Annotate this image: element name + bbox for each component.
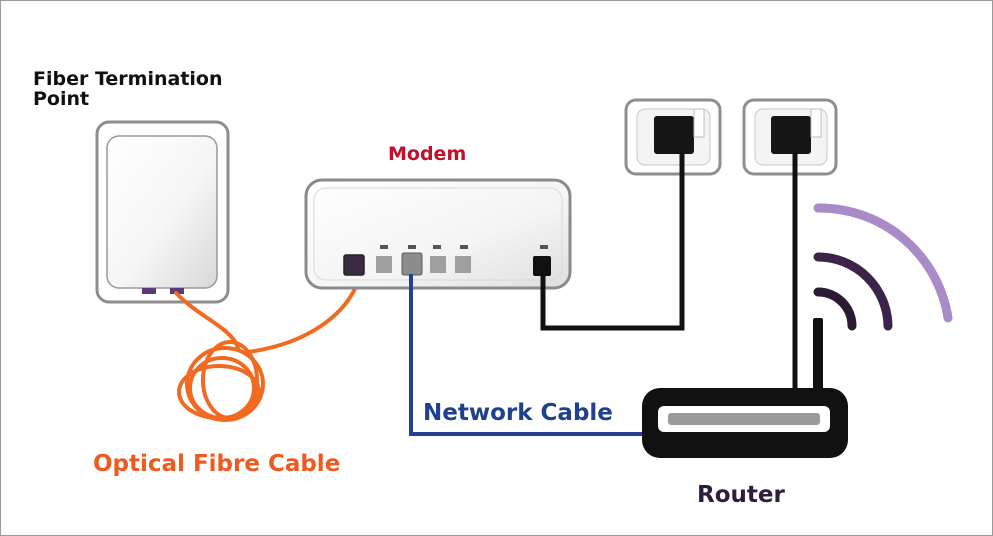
fiber-termination-box — [95, 120, 230, 304]
modem-lan-port-1 — [376, 256, 392, 273]
router-device — [642, 318, 848, 458]
fiber-termination-label-line1: Fiber Termination — [33, 68, 223, 90]
network-cable — [409, 274, 646, 436]
modem-fibre-port — [343, 254, 365, 276]
power-socket-icon — [624, 98, 722, 176]
power-socket-icon — [742, 98, 838, 176]
modem-lan-port-4 — [455, 256, 471, 273]
wifi-signal-icon — [813, 203, 953, 331]
modem-lan-port-3 — [430, 256, 446, 273]
modem-power-cable — [540, 152, 685, 331]
network-cable-label: Network Cable — [423, 400, 613, 426]
optical-fibre-cable-label: Optical Fibre Cable — [93, 451, 340, 477]
modem-power-port — [533, 256, 551, 276]
fiber-port-2 — [170, 288, 184, 294]
fiber-port-1 — [142, 288, 156, 294]
fiber-termination-label-line2: Point — [33, 88, 89, 110]
modem-label: Modem — [388, 143, 466, 165]
router-label: Router — [697, 482, 785, 508]
modem-device — [304, 178, 572, 290]
modem-lan-port-2 — [401, 252, 423, 276]
router-antenna — [813, 318, 823, 390]
